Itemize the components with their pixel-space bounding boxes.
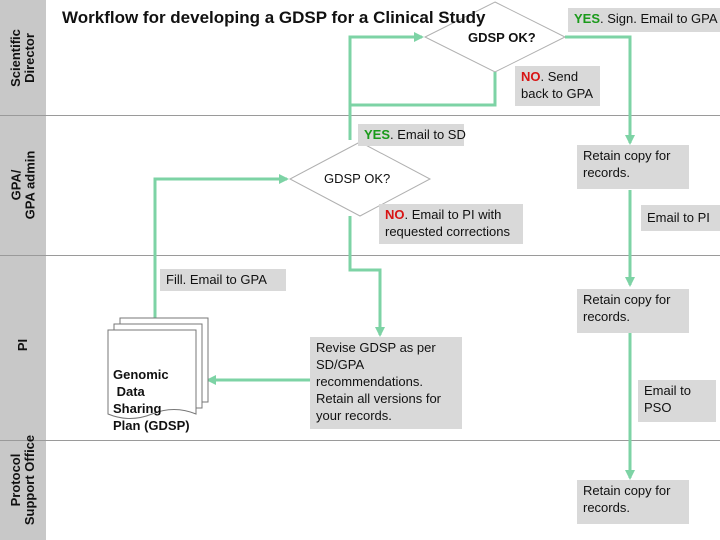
email-pi-label: Email to PI	[641, 205, 720, 231]
lane-strip	[0, 0, 46, 540]
lane-divider-pi-pso	[0, 440, 720, 441]
yes-sd-label: YES. Sign. Email to GPA	[568, 8, 720, 32]
yes-gpa-label: YES. Email to SD	[358, 124, 466, 146]
arrow-yes-gpa	[348, 32, 424, 135]
retain-copy-box-3: Retain copy for records.	[577, 480, 689, 524]
retain-copy-box-2: Retain copy for records.	[577, 289, 689, 333]
page-title: Workflow for developing a GDSP for a Cli…	[62, 8, 486, 27]
decision-diamond-gpa	[288, 141, 432, 217]
revise-gdsp-box: Revise GDSP as per SD/GPA recommendation…	[310, 337, 462, 429]
lane-divider-gpa-pi	[0, 255, 720, 256]
no-sd-label: NO. Send back to GPA	[515, 66, 600, 106]
arrow-fill	[153, 174, 289, 330]
decision-label-sd: GDSP OK?	[468, 30, 536, 45]
email-pso-label: Email to PSO	[638, 380, 716, 422]
fill-email-label: Fill. Email to GPA	[160, 269, 286, 291]
document-sheet-front	[107, 329, 197, 419]
gdsp-document-label: Genomic Data Sharing Plan (GDSP)	[113, 367, 190, 433]
arrow-yes-sd	[565, 35, 635, 145]
no-gpa-label: NO. Email to PI with requested correctio…	[379, 204, 523, 244]
retain-copy-box-1: Retain copy for records.	[577, 145, 689, 189]
decision-label-gpa: GDSP OK?	[324, 171, 391, 186]
lane-divider-sd-gpa	[0, 115, 720, 116]
arrow-no-gpa	[348, 216, 385, 337]
